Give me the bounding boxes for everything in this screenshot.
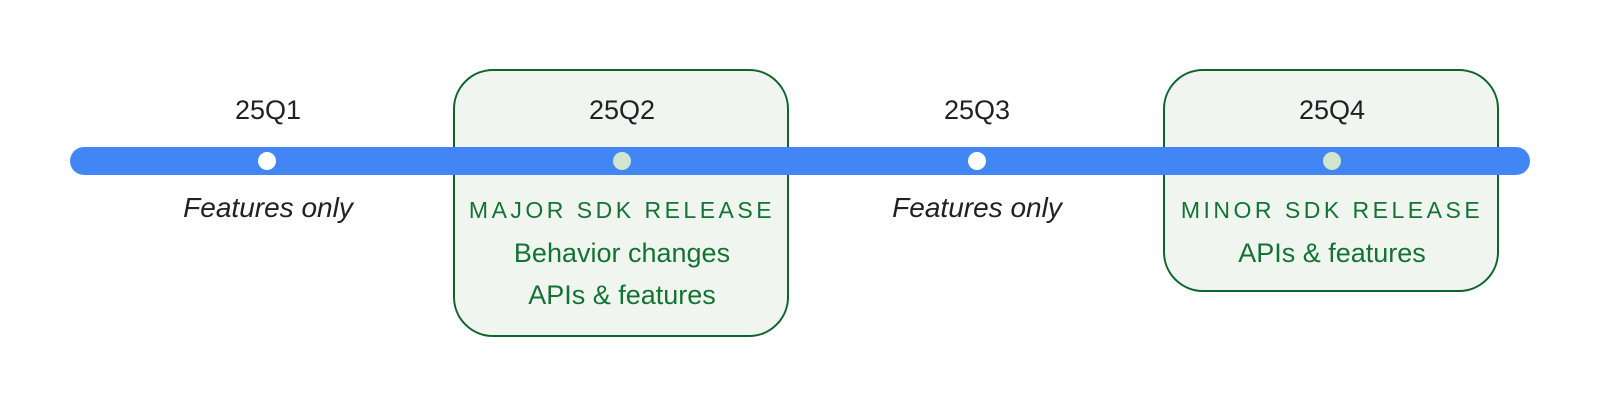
timeline-dot-25q4 [1323,152,1341,170]
major-release-detail-apis-features: APIs & features [528,280,716,310]
major-release-heading: MAJOR SDK RELEASE [468,197,776,223]
minor-release-detail-apis-features: APIs & features [1238,238,1426,268]
major-release-detail-behavior-changes: Behavior changes [513,238,731,268]
quarter-label-25q3: 25Q3 [943,95,1011,125]
minor-sdk-release-card [1163,69,1499,292]
minor-release-heading: MINOR SDK RELEASE [1180,197,1484,223]
quarter-label-25q4: 25Q4 [1298,95,1366,125]
timeline-bar [70,147,1530,175]
quarter-label-25q2: 25Q2 [588,95,656,125]
timeline-dot-25q2 [613,152,631,170]
note-features-only-25q1: Features only [183,192,353,223]
note-features-only-25q3: Features only [892,192,1062,223]
quarter-label-25q1: 25Q1 [234,95,302,125]
timeline-dot-25q1 [258,152,276,170]
major-sdk-release-card [453,69,789,337]
timeline-dot-25q3 [968,152,986,170]
